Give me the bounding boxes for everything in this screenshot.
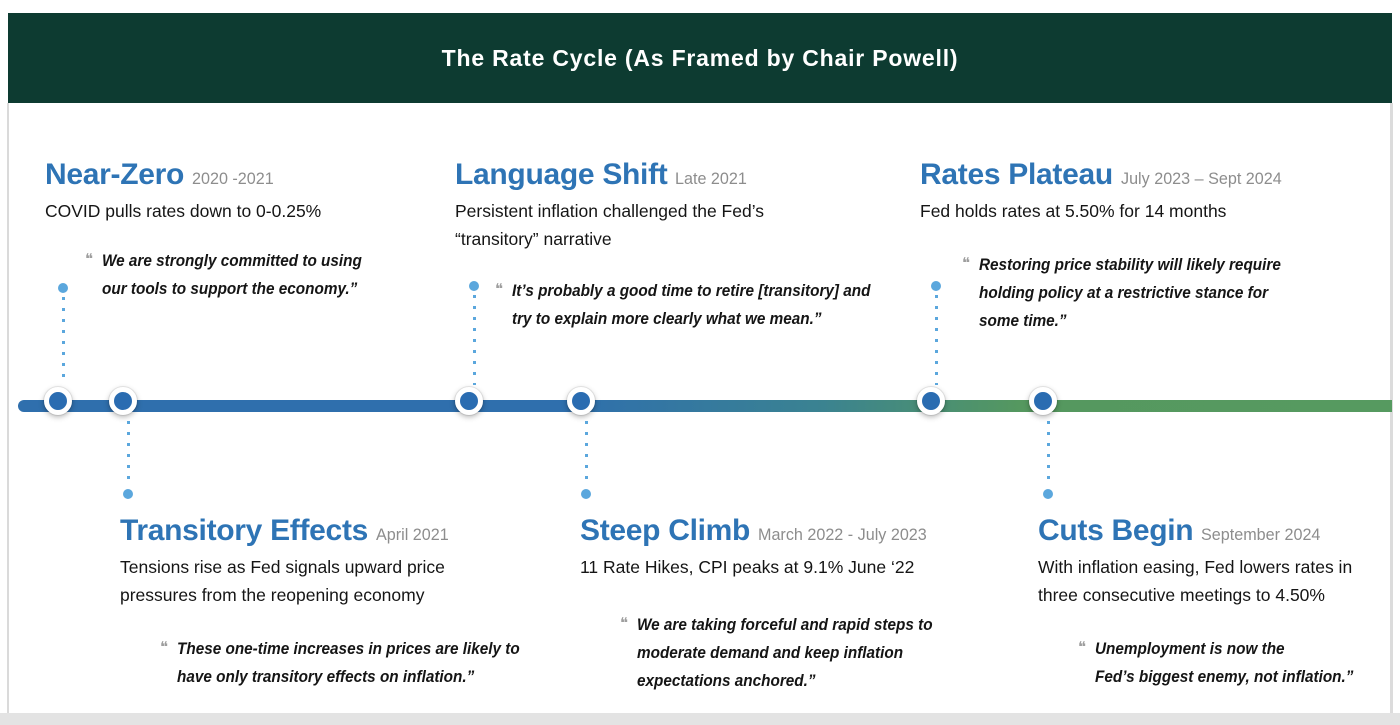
event-quote: ❝ Unemployment is now the Fed’s biggest … — [1078, 635, 1394, 691]
dotted-connector — [585, 421, 588, 485]
event-date: Late 2021 — [675, 169, 748, 188]
timeline-node-transitory-effects — [109, 387, 137, 415]
header-bar: The Rate Cycle (As Framed by Chair Powel… — [8, 13, 1392, 103]
event-description: Tensions rise as Fed signals upward pric… — [120, 557, 445, 605]
event-title: Transitory Effects — [120, 514, 369, 547]
timeline-node-steep-climb — [567, 387, 595, 415]
page-title: The Rate Cycle (As Framed by Chair Powel… — [441, 44, 959, 71]
timeline-node-near-zero — [44, 387, 72, 415]
event-heading: Near-Zero 2020 -2021 — [45, 158, 425, 192]
quote-text: These one-time increases in prices are l… — [177, 635, 520, 691]
connector-dot — [1043, 489, 1053, 499]
timeline-node-cuts-begin — [1029, 387, 1057, 415]
connector-dot — [581, 489, 591, 499]
card-left-border — [7, 103, 9, 713]
event-description: 11 Rate Hikes, CPI peaks at 9.1% June ‘2… — [580, 557, 915, 577]
timeline-event-transitory-effects: Transitory Effects April 2021 Tensions ri… — [120, 514, 520, 691]
event-date: September 2024 — [1201, 525, 1321, 544]
event-date: April 2021 — [376, 525, 449, 544]
quote-line: Restoring price stability will likely re… — [979, 255, 1281, 274]
dotted-connector — [1047, 421, 1050, 485]
timeline-event-steep-climb: Steep Climb March 2022 - July 2023 11 Rat… — [580, 514, 980, 695]
connector-dot — [123, 489, 133, 499]
event-title: Language Shift — [455, 158, 668, 191]
quote-mark-icon: ❝ — [1078, 639, 1087, 656]
event-date: 2020 -2021 — [192, 169, 274, 188]
quote-line: some time.” — [979, 311, 1067, 330]
quote-line: Fed’s biggest enemy, not inflation.” — [1095, 667, 1354, 686]
quote-line: We are strongly committed to using — [102, 251, 362, 270]
event-heading: Rates Plateau July 2023 – Sept 2024 — [920, 158, 1300, 192]
event-heading: Steep Climb March 2022 - July 2023 — [580, 514, 980, 548]
dotted-connector — [473, 295, 476, 385]
timeline-event-rates-plateau: Rates Plateau July 2023 – Sept 2024 Fed h… — [920, 158, 1300, 335]
event-description: With inflation easing, Fed lowers rates … — [1038, 557, 1353, 605]
event-heading: Cuts Begin September 2024 — [1038, 514, 1394, 548]
quote-line: try to explain more clearly what we mean… — [512, 309, 822, 328]
connector-dot — [58, 283, 68, 293]
quote-line: holding policy at a restrictive stance f… — [979, 283, 1269, 302]
event-date: March 2022 - July 2023 — [758, 525, 927, 544]
quote-line: It’s probably a good time to retire [tra… — [512, 281, 871, 300]
event-quote: ❝ These one-time increases in prices are… — [160, 635, 520, 691]
quote-line: moderate demand and keep inflation — [637, 643, 904, 662]
quote-line: our tools to support the economy.” — [102, 279, 358, 298]
quote-line: expectations anchored.” — [637, 671, 816, 690]
event-heading: Transitory Effects April 2021 — [120, 514, 492, 548]
quote-line: have only transitory effects on inflatio… — [177, 667, 475, 686]
timeline-event-cuts-begin: Cuts Begin September 2024 With inflation … — [1038, 514, 1394, 691]
quote-text: It’s probably a good time to retire [tra… — [512, 277, 870, 333]
dotted-connector — [127, 421, 130, 485]
event-quote: ❝ Restoring price stability will likely … — [962, 251, 1300, 335]
event-quote: ❝ We are taking forceful and rapid steps… — [620, 611, 980, 695]
event-heading: Language Shift Late 2021 — [455, 158, 817, 192]
quote-mark-icon: ❝ — [495, 281, 504, 298]
timeline-event-language-shift: Language Shift Late 2021 Persistent infla… — [455, 158, 871, 333]
event-title: Near-Zero — [45, 158, 185, 191]
event-title: Steep Climb — [580, 514, 751, 547]
timeline-line — [18, 400, 1392, 412]
quote-text: Restoring price stability will likely re… — [979, 251, 1281, 335]
quote-text: We are strongly committed to using our t… — [102, 247, 362, 303]
quote-mark-icon: ❝ — [620, 615, 629, 632]
event-title: Rates Plateau — [920, 158, 1113, 191]
quote-mark-icon: ❝ — [160, 639, 169, 656]
connector-dot — [469, 281, 479, 291]
event-description: Fed holds rates at 5.50% for 14 months — [920, 201, 1227, 221]
quote-mark-icon: ❝ — [962, 255, 971, 272]
timeline-node-rates-plateau — [917, 387, 945, 415]
event-quote: ❝ It’s probably a good time to retire [t… — [495, 277, 871, 333]
dotted-connector — [62, 297, 65, 385]
event-title: Cuts Begin — [1038, 514, 1194, 547]
quote-line: These one-time increases in prices are l… — [177, 639, 520, 658]
event-date: July 2023 – Sept 2024 — [1120, 169, 1282, 188]
timeline-event-near-zero: Near-Zero 2020 -2021 COVID pulls rates do… — [45, 158, 425, 303]
timeline-node-language-shift — [455, 387, 483, 415]
event-quote: ❝ We are strongly committed to using our… — [85, 247, 425, 303]
quote-text: We are taking forceful and rapid steps t… — [637, 611, 933, 695]
event-description: COVID pulls rates down to 0-0.25% — [45, 201, 322, 221]
quote-mark-icon: ❝ — [85, 251, 94, 268]
quote-line: We are taking forceful and rapid steps t… — [637, 615, 933, 634]
quote-line: Unemployment is now the — [1095, 639, 1285, 658]
connector-dot — [931, 281, 941, 291]
card-bottom-border — [0, 713, 1400, 725]
dotted-connector — [935, 295, 938, 385]
quote-text: Unemployment is now the Fed’s biggest en… — [1095, 635, 1353, 691]
event-description: Persistent inflation challenged the Fed’… — [455, 201, 765, 249]
